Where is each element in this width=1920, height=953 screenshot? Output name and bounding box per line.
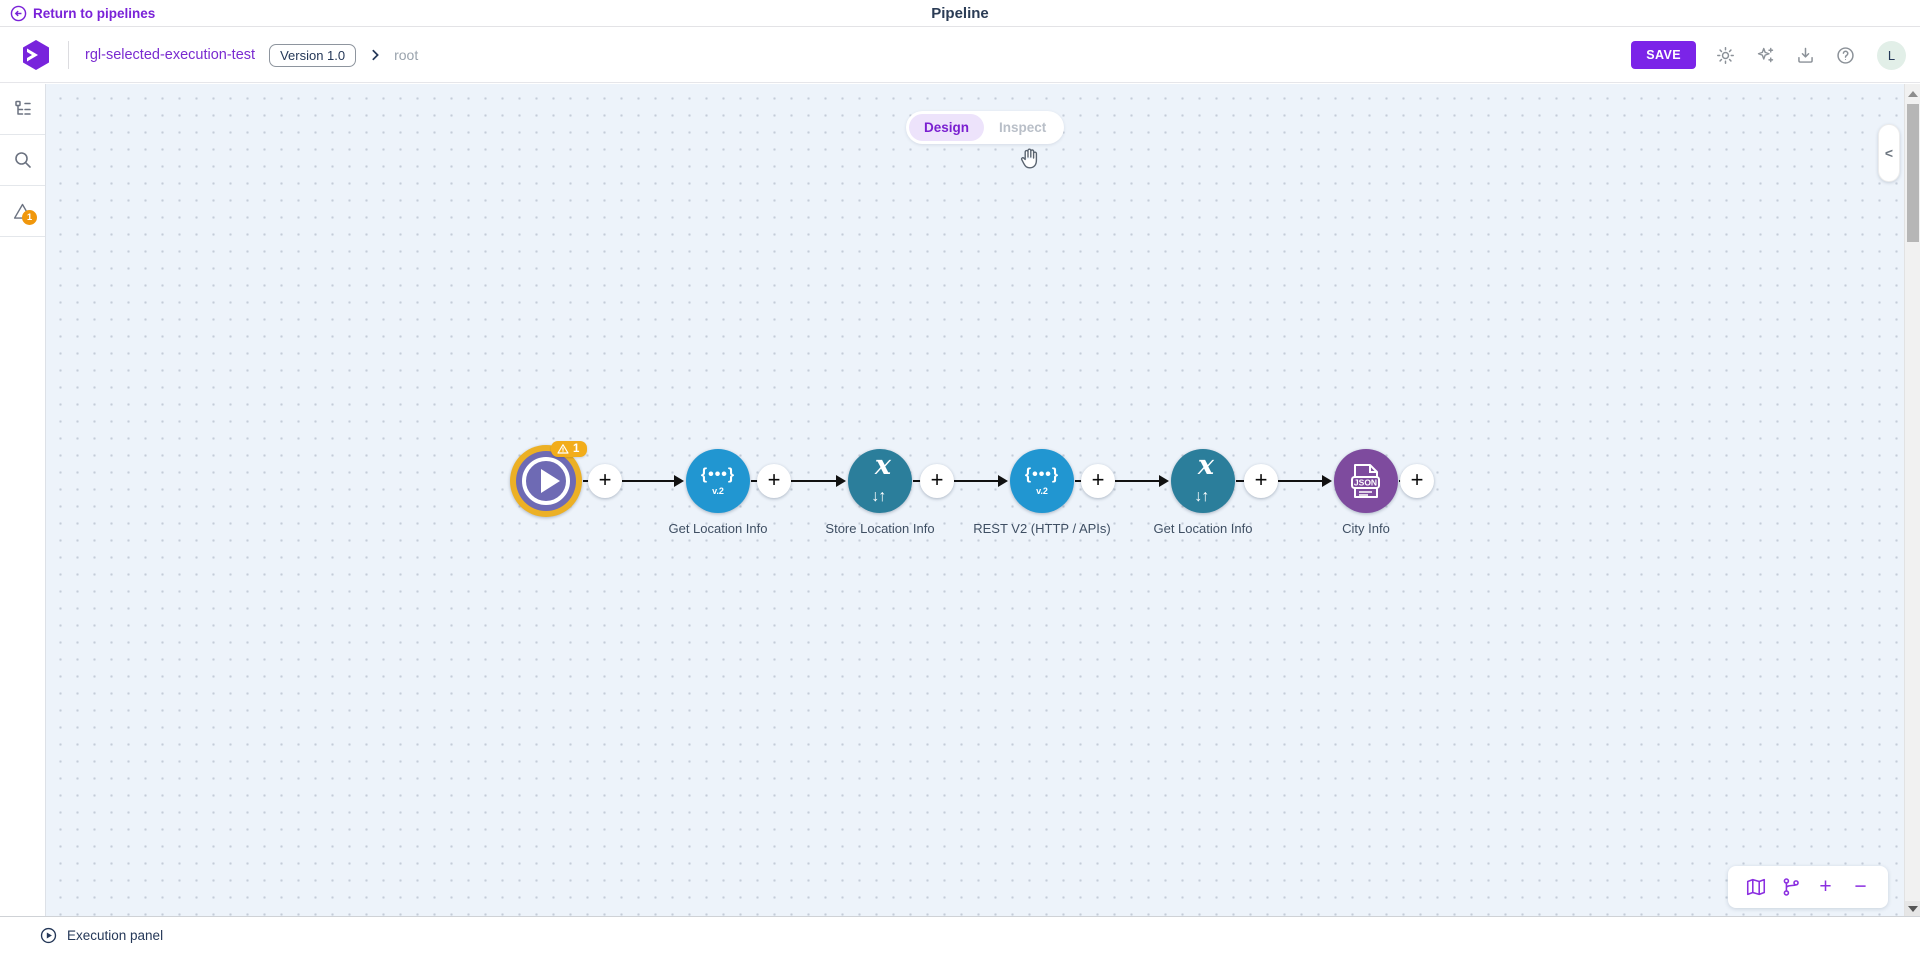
- canvas-controls: + −: [1728, 866, 1888, 908]
- mapper-icon: {•••}v.2: [1024, 465, 1060, 496]
- warning-badge: 1: [551, 441, 588, 457]
- branch-view-icon[interactable]: [1778, 874, 1804, 900]
- add-snap-button[interactable]: +: [920, 464, 954, 498]
- back-link-label: Return to pipelines: [33, 5, 156, 21]
- connector-line: [1115, 480, 1160, 482]
- up-down-arrows-icon: ↓↑: [1194, 488, 1209, 505]
- node-label: City Info: [1342, 521, 1390, 536]
- header-bar: rgl-selected-execution-test Version 1.0 …: [0, 28, 1920, 83]
- connector-dash: [913, 480, 921, 482]
- add-snap-button[interactable]: +: [588, 464, 622, 498]
- pipeline-node-start[interactable]: [510, 445, 582, 517]
- mapper-icon: {•••}v.2: [700, 465, 736, 496]
- pipeline-name: rgl-selected-execution-test: [85, 47, 256, 63]
- connector-arrowhead: [674, 475, 684, 487]
- variable-x-icon: x: [1197, 450, 1214, 481]
- sidebar-search-button[interactable]: [0, 135, 45, 186]
- chevron-right-icon: [368, 48, 382, 62]
- tab-inspect[interactable]: Inspect: [999, 120, 1047, 135]
- help-icon[interactable]: [1835, 45, 1856, 66]
- scrollbar-down-button[interactable]: [1905, 901, 1920, 916]
- ai-sparkles-icon[interactable]: [1755, 45, 1776, 66]
- download-icon[interactable]: [1795, 45, 1816, 66]
- left-sidebar: 1: [0, 84, 46, 916]
- header-divider: [68, 41, 69, 69]
- connector-dash: [751, 480, 759, 482]
- pipeline-node-store-location-info[interactable]: x ↓↑: [848, 449, 912, 513]
- connector-line: [622, 480, 675, 482]
- pipeline-node-get-location-info-1[interactable]: {•••}v.2: [686, 449, 750, 513]
- hand-cursor-icon: [1020, 148, 1038, 169]
- warning-icon: [557, 444, 569, 454]
- svg-text:JSON: JSON: [1354, 478, 1377, 488]
- execution-panel-label: Execution panel: [67, 927, 164, 943]
- connector-arrowhead: [836, 475, 846, 487]
- sidebar-errors-button[interactable]: 1: [0, 186, 45, 237]
- pipeline-node-city-info[interactable]: JSON: [1334, 449, 1398, 513]
- execution-panel-bar[interactable]: Execution panel: [0, 916, 1920, 953]
- connector-arrowhead: [1322, 475, 1332, 487]
- return-to-pipelines-link[interactable]: Return to pipelines: [10, 5, 155, 22]
- pipeline-tree-icon: [14, 100, 31, 115]
- node-label: Store Location Info: [825, 521, 935, 536]
- version-badge[interactable]: Version 1.0: [269, 43, 357, 67]
- zoom-in-button[interactable]: +: [1819, 875, 1832, 898]
- design-inspect-toggle: Design Inspect: [906, 111, 1065, 144]
- start-node-ring: [522, 457, 570, 505]
- node-label: REST V2 (HTTP / APIs): [973, 521, 1111, 536]
- settings-gear-icon[interactable]: [1715, 45, 1736, 66]
- node-label: Get Location Info: [1153, 521, 1253, 536]
- user-avatar[interactable]: L: [1877, 40, 1906, 70]
- window-title: Pipeline: [931, 4, 989, 22]
- scrollbar-down-arrow: [1908, 905, 1918, 912]
- connector-dash: [1075, 480, 1083, 482]
- breadcrumb-root[interactable]: root: [394, 47, 419, 63]
- connector-dash: [583, 480, 591, 482]
- add-snap-button[interactable]: +: [757, 464, 791, 498]
- top-bar: Return to pipelines Pipeline: [0, 0, 1920, 27]
- search-icon: [14, 152, 31, 168]
- up-down-arrows-icon: ↓↑: [871, 488, 886, 505]
- vertical-scrollbar[interactable]: [1904, 84, 1920, 916]
- save-button[interactable]: SAVE: [1631, 41, 1696, 69]
- right-panel-collapse-button[interactable]: <: [1878, 124, 1900, 182]
- pipeline-node-get-location-info-2[interactable]: x ↓↑: [1171, 449, 1235, 513]
- add-snap-button[interactable]: +: [1244, 464, 1278, 498]
- play-circle-icon: [40, 927, 57, 943]
- sidebar-pipeline-tree-button[interactable]: [0, 84, 45, 135]
- pipeline-node-rest-v2[interactable]: {•••}v.2: [1010, 449, 1074, 513]
- connector-dash: [1236, 480, 1244, 482]
- error-count-badge: 1: [22, 210, 37, 225]
- start-node-body: [516, 451, 576, 511]
- variable-x-icon: x: [874, 450, 891, 481]
- zoom-out-button[interactable]: −: [1854, 875, 1867, 898]
- connector-line: [954, 480, 999, 482]
- connector-arrowhead: [1159, 475, 1169, 487]
- connector-arrowhead: [998, 475, 1008, 487]
- minimap-icon[interactable]: [1743, 874, 1769, 900]
- tab-design[interactable]: Design: [909, 114, 985, 141]
- json-file-icon: JSON: [1334, 449, 1398, 513]
- add-snap-button[interactable]: +: [1400, 464, 1434, 498]
- connector-line: [791, 480, 837, 482]
- scrollbar-up-arrow[interactable]: [1908, 91, 1918, 97]
- app-logo-icon: [23, 40, 49, 70]
- scrollbar-thumb[interactable]: [1907, 104, 1919, 242]
- connector-line: [1278, 480, 1323, 482]
- back-arrow-icon: [10, 5, 27, 21]
- node-label: Get Location Info: [668, 521, 768, 536]
- add-snap-button[interactable]: +: [1081, 464, 1115, 498]
